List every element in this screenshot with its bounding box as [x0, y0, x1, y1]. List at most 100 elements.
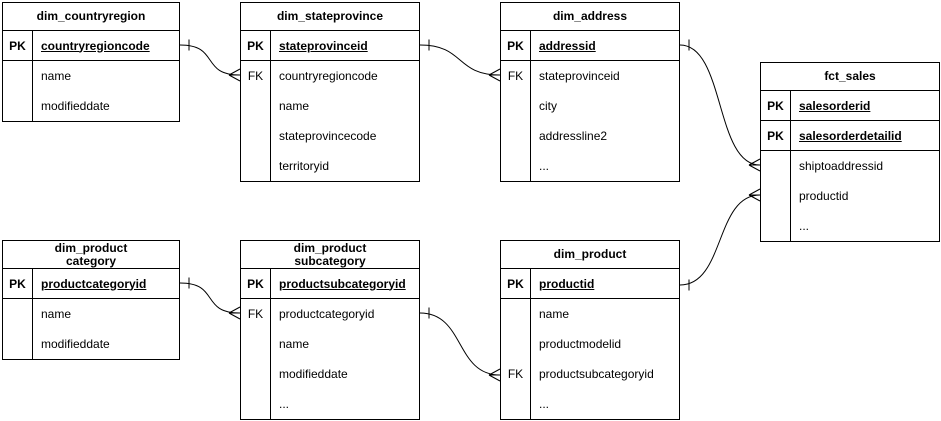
relationship-stateprovince-address[interactable]: [419, 39, 501, 82]
relationship-countryregion-stateprovince[interactable]: [179, 39, 241, 82]
key-cell: [241, 389, 271, 419]
table-row: name: [241, 329, 419, 359]
connector-line: [419, 44, 501, 76]
table-row: modifieddate: [241, 359, 419, 389]
field-name: territoryid: [279, 159, 330, 173]
table-row: PK addressid: [501, 31, 679, 61]
key-cell: [3, 329, 33, 359]
table-dim-product[interactable]: dim_product PK productid name productmod…: [500, 240, 680, 420]
table-row: PK countryregioncode: [3, 31, 179, 61]
table-row: PK productcategoryid: [3, 269, 179, 299]
field-name: productmodelid: [539, 337, 622, 351]
table-row: productid: [761, 181, 939, 211]
table-row: name: [241, 91, 419, 121]
field-name: stateprovinceid: [279, 38, 368, 53]
field-name: modifieddate: [41, 99, 110, 113]
table-row: FK productcategoryid: [241, 299, 419, 329]
table-row: modifieddate: [3, 91, 179, 121]
field-name: name: [539, 307, 570, 321]
table-row: territoryid: [241, 151, 419, 181]
connector-line: [179, 282, 241, 314]
table-row: PK productsubcategoryid: [241, 269, 419, 299]
table-title-text: dim_countryregion: [36, 9, 146, 23]
field-name: name: [279, 337, 310, 351]
field-name: ...: [539, 159, 550, 173]
table-row: shiptoaddressid: [761, 151, 939, 181]
fk-badge: FK: [241, 61, 271, 91]
table-dim-product-subcategory[interactable]: dim_product subcategory PK productsubcat…: [240, 240, 420, 420]
table-row: ...: [761, 211, 939, 241]
table-row: productmodelid: [501, 329, 679, 359]
field-name: stateprovincecode: [279, 129, 377, 143]
connector-line: [419, 312, 501, 376]
pk-badge: PK: [501, 31, 531, 60]
table-dim-stateprovince[interactable]: dim_stateprovince PK stateprovinceid FK …: [240, 2, 420, 182]
field-name: productcategoryid: [41, 276, 147, 291]
table-dim-address[interactable]: dim_address PK addressid FK stateprovinc…: [500, 2, 680, 182]
field-name: productsubcategoryid: [539, 367, 654, 381]
pk-badge: PK: [241, 31, 271, 60]
table-row: PK stateprovinceid: [241, 31, 419, 61]
fk-badge: FK: [501, 61, 531, 91]
relationship-productcategory-productsubcategory[interactable]: [179, 277, 241, 320]
key-cell: [501, 299, 531, 329]
field-name: addressid: [539, 38, 596, 53]
relationship-address-fctsales[interactable]: [679, 39, 761, 172]
table-row: ...: [241, 389, 419, 419]
fk-badge: FK: [241, 299, 271, 329]
pk-badge: PK: [761, 91, 791, 120]
table-row: ...: [501, 389, 679, 419]
table-row: ...: [501, 151, 679, 181]
table-dim-product-category[interactable]: dim_product category PK productcategoryi…: [2, 240, 180, 360]
table-title-text: subcategory: [294, 253, 366, 268]
table-row: FK productsubcategoryid: [501, 359, 679, 389]
key-cell: [241, 329, 271, 359]
table-row: name: [501, 299, 679, 329]
table-row: city: [501, 91, 679, 121]
field-name: stateprovinceid: [539, 69, 620, 83]
field-name: name: [279, 99, 310, 113]
table-title-text: dim_product: [553, 247, 627, 261]
table-title: dim_product subcategory: [241, 241, 419, 269]
many-cardinality-crowfoot: [488, 68, 501, 82]
table-title-text: dim_stateprovince: [276, 9, 384, 23]
pk-badge: PK: [3, 269, 33, 298]
field-name: name: [41, 307, 72, 321]
field-name: modifieddate: [279, 367, 348, 381]
table-title: dim_product category: [3, 241, 179, 269]
field-name: salesorderid: [799, 98, 871, 113]
table-row: FK countryregioncode: [241, 61, 419, 91]
field-name: ...: [799, 219, 810, 233]
fk-badge: FK: [501, 359, 531, 389]
key-cell: [241, 121, 271, 151]
key-cell: [3, 61, 33, 91]
field-name: productsubcategoryid: [279, 276, 406, 291]
table-row: name: [3, 299, 179, 329]
key-cell: [761, 181, 791, 211]
key-cell: [501, 151, 531, 181]
table-title: dim_countryregion: [3, 3, 179, 31]
relationship-productsubcategory-product[interactable]: [419, 307, 501, 382]
key-cell: [3, 299, 33, 329]
field-name: salesorderdetailid: [799, 128, 902, 143]
table-row: addressline2: [501, 121, 679, 151]
table-row: FK stateprovinceid: [501, 61, 679, 91]
connector-line: [179, 44, 241, 76]
many-cardinality-crowfoot: [748, 188, 761, 202]
table-title: dim_product: [501, 241, 679, 269]
relationship-product-fctsales[interactable]: [679, 188, 761, 291]
table-fct-sales[interactable]: fct_sales PK salesorderid PK salesorderd…: [760, 62, 940, 242]
field-name: modifieddate: [41, 337, 110, 351]
table-dim-countryregion[interactable]: dim_countryregion PK countryregioncode n…: [2, 2, 180, 122]
key-cell: [501, 91, 531, 121]
field-name: countryregioncode: [279, 69, 378, 83]
field-name: name: [41, 69, 72, 83]
pk-badge: PK: [501, 269, 531, 298]
table-title: fct_sales: [761, 63, 939, 91]
table-title-text: fct_sales: [824, 69, 876, 83]
table-title-text: category: [65, 253, 117, 268]
key-cell: [501, 389, 531, 419]
table-row: modifieddate: [3, 329, 179, 359]
many-cardinality-crowfoot: [228, 68, 241, 82]
